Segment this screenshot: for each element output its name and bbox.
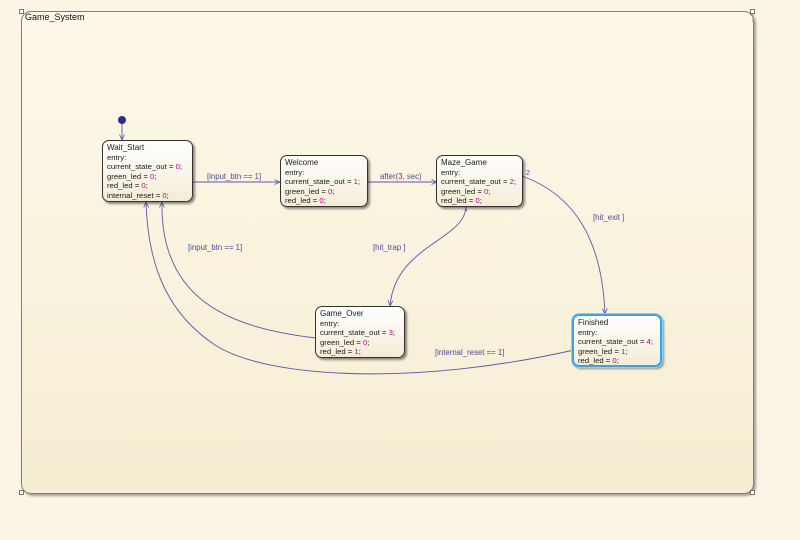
transition-gameover-to-wait[interactable] — [162, 202, 317, 339]
label-input-btn-1[interactable]: [input_btn == 1] — [207, 172, 262, 181]
action-line: green_led = 1; — [578, 346, 628, 356]
resize-handle-tl[interactable] — [19, 9, 24, 14]
state-finished[interactable]: Finished entry: current_state_out = 4; g… — [572, 314, 662, 367]
priority-label-1: 1 — [464, 206, 468, 213]
game-system-chart[interactable]: Game_System — [21, 11, 754, 494]
label-hit-exit[interactable]: [hit_exit ] — [593, 213, 625, 222]
state-maze-game[interactable]: Maze_Game entry: current_state_out = 2; … — [436, 155, 523, 207]
chart-title: Game_System — [25, 12, 85, 22]
action-line: internal_reset = 0; — [107, 190, 169, 200]
state-name: Finished — [578, 318, 609, 327]
action-line: red_led = 0; — [107, 181, 148, 190]
action-line: green_led = 0; — [107, 171, 157, 181]
action-line: red_led = 0; — [285, 196, 326, 205]
action-line: current_state_out = 1; — [285, 177, 361, 186]
action-line: green_led = 0; — [441, 186, 491, 196]
entry-label: entry: — [441, 167, 461, 177]
action-line: current_state_out = 4; — [578, 337, 654, 346]
transition-finished-to-wait[interactable] — [146, 202, 575, 375]
transition-maze-to-gameover[interactable] — [390, 205, 467, 306]
state-game-over[interactable]: Game_Over entry: current_state_out = 3; … — [315, 306, 405, 358]
entry-label: entry: — [320, 318, 340, 328]
resize-handle-tr[interactable] — [750, 9, 755, 14]
resize-handle-br[interactable] — [750, 490, 755, 495]
action-line: current_state_out = 0; — [107, 162, 183, 171]
label-hit-trap[interactable]: [hit_trap ] — [373, 243, 406, 252]
action-line: red_led = 0; — [441, 196, 482, 205]
action-line: red_led = 0; — [578, 356, 619, 365]
action-line: current_state_out = 2; — [441, 177, 517, 186]
entry-label: entry: — [578, 327, 598, 337]
default-transition-dot[interactable] — [118, 116, 126, 124]
collapse-icon[interactable]: ⌉ — [750, 13, 754, 23]
state-wait-start[interactable]: Wait_Start entry: current_state_out = 0;… — [102, 140, 193, 202]
resize-handle-bl[interactable] — [19, 490, 24, 495]
transition-maze-to-finished[interactable] — [521, 175, 605, 314]
state-name: Welcome — [285, 158, 319, 167]
state-name: Maze_Game — [441, 158, 487, 167]
label-internal-reset[interactable]: [internal_reset == 1] — [435, 348, 505, 357]
action-line: green_led = 0; — [320, 337, 370, 347]
entry-label: entry: — [285, 167, 305, 177]
label-input-btn-2[interactable]: [input_btn == 1] — [188, 243, 243, 252]
entry-label: entry: — [107, 152, 127, 162]
action-line: current_state_out = 3; — [320, 328, 396, 337]
state-name: Wait_Start — [107, 143, 145, 152]
state-name: Game_Over — [320, 309, 364, 318]
state-welcome[interactable]: Welcome entry: current_state_out = 1; gr… — [280, 155, 368, 207]
action-line: red_led = 1; — [320, 347, 361, 356]
action-line: green_led = 0; — [285, 186, 335, 196]
label-after-3-sec[interactable]: after(3, sec) — [380, 172, 422, 181]
priority-label-2: 2 — [526, 170, 530, 177]
